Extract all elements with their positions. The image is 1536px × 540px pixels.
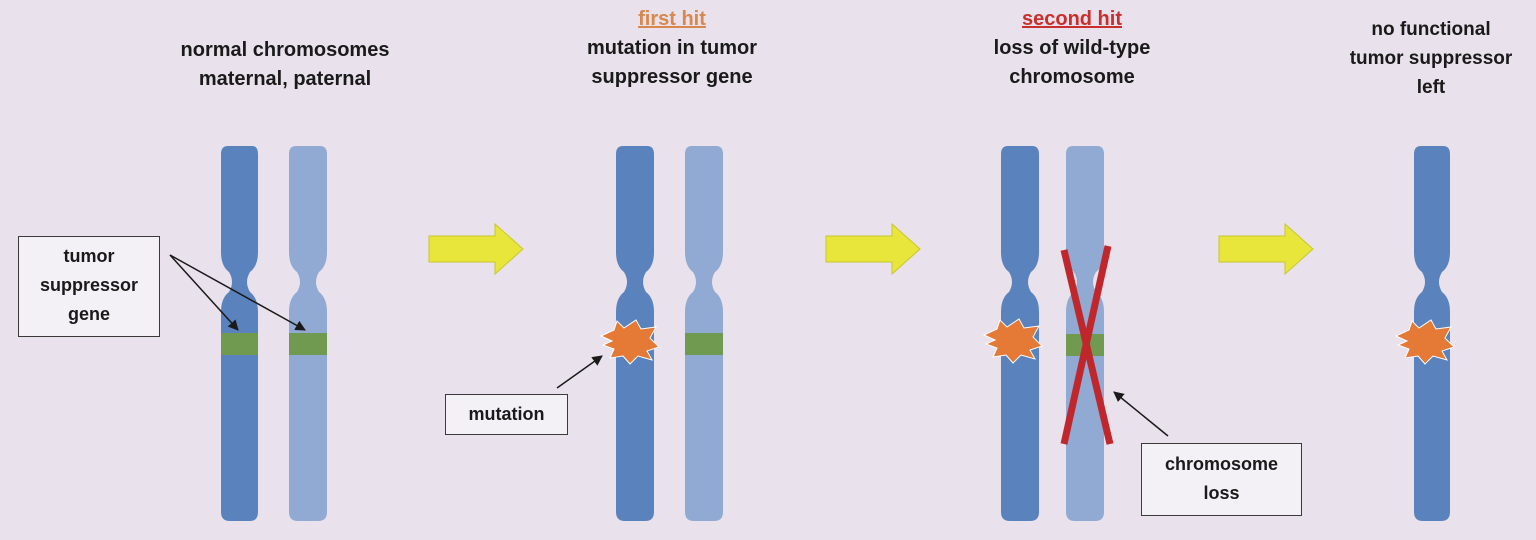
heading-normal: normal chromosomes maternal, paternal bbox=[145, 36, 425, 94]
heading-second-line-2: chromosome bbox=[1009, 66, 1135, 88]
gene-band-maternal bbox=[221, 333, 258, 355]
callout-mutation-line-1: mutation bbox=[468, 404, 545, 424]
heading-final-line-3: left bbox=[1416, 77, 1446, 98]
panel-second-hit bbox=[982, 146, 1169, 521]
pointer-line-to-paternal-gene bbox=[169, 254, 306, 331]
callout-gene-line-1: tumor bbox=[63, 246, 115, 266]
heading-first-line-2: suppressor gene bbox=[591, 66, 753, 88]
mutation-burst-1 bbox=[599, 319, 660, 365]
heading-normal-line-1: normal chromosomes bbox=[180, 39, 390, 61]
transition-arrow-1 bbox=[428, 222, 524, 276]
pointer-line-to-maternal-gene bbox=[169, 254, 239, 331]
pointer-line-to-lost-chromosome bbox=[1113, 391, 1169, 437]
pointer-line-to-mutation bbox=[556, 355, 603, 389]
heading-first-hit: first hit mutation in tumor suppressor g… bbox=[532, 5, 812, 92]
callout-loss-line-1: chromosome bbox=[1164, 454, 1279, 474]
heading-normal-line-2: maternal, paternal bbox=[198, 68, 372, 90]
panel-final bbox=[1394, 146, 1455, 521]
heading-second-hit: second hit loss of wild-type chromosome bbox=[932, 5, 1212, 92]
heading-first-line-1: mutation in tumor bbox=[587, 37, 757, 59]
mutation-burst-3 bbox=[1394, 319, 1455, 365]
gene-band-intact bbox=[685, 333, 723, 355]
chromosome-loss-cross bbox=[1060, 245, 1114, 445]
panel-first-hit bbox=[556, 146, 723, 521]
transition-arrow-3 bbox=[1218, 222, 1314, 276]
callout-loss-line-2: loss bbox=[1203, 483, 1240, 503]
second-hit-label: second hit bbox=[1021, 8, 1122, 30]
heading-second-line-1: loss of wild-type bbox=[993, 37, 1151, 59]
transition-arrow-2 bbox=[825, 222, 921, 276]
heading-final-line-2: tumor suppressor bbox=[1349, 48, 1513, 69]
heading-final: no functional tumor suppressor left bbox=[1320, 15, 1536, 102]
callout-chromosome-loss: chromosome loss bbox=[1141, 443, 1302, 516]
cross-stroke-2 bbox=[1060, 245, 1112, 445]
callout-tumor-suppressor-gene: tumor suppressor gene bbox=[18, 236, 160, 337]
panel-normal bbox=[169, 146, 327, 521]
first-hit-label: first hit bbox=[638, 8, 706, 30]
callout-gene-line-2: suppressor bbox=[39, 275, 139, 295]
mutation-burst-2 bbox=[982, 318, 1043, 364]
callout-gene-line-3: gene bbox=[67, 304, 110, 324]
callout-mutation: mutation bbox=[445, 394, 568, 435]
heading-final-line-1: no functional bbox=[1371, 19, 1491, 40]
gene-band-paternal bbox=[289, 333, 327, 355]
